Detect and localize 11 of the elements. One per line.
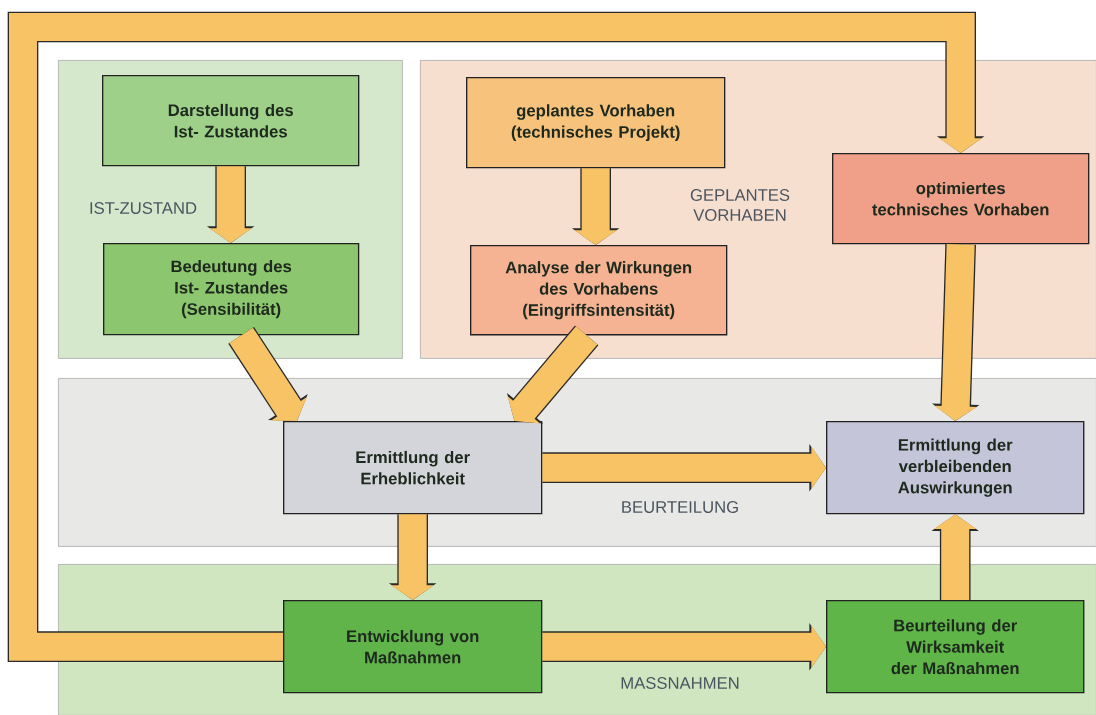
arrow [228, 326, 308, 421]
process-box: Ermittlung der verbleibenden Auswirkungen [826, 421, 1085, 515]
process-box: Beurteilung der Wirksamkeit der Maßnahmen [826, 600, 1085, 694]
process-box: Ermittlung der Erheblichkeit [283, 421, 543, 515]
process-box: Bedeutung des Ist- Zustandes (Sensibilität) [103, 243, 360, 336]
process-box: optimiertes technisches Vorhaben [832, 153, 1090, 245]
process-box: geplantes Vorhaben (technisches Projekt) [466, 77, 726, 169]
arrow [7, 11, 985, 662]
process-box: Darstellung des Ist- Zustandes [102, 75, 360, 167]
process-box: Analyse der Wirkungen des Vorhabens (Eingriffsintensität) [470, 245, 728, 336]
process-box: Entwicklung von Maßnahmen [283, 600, 543, 694]
